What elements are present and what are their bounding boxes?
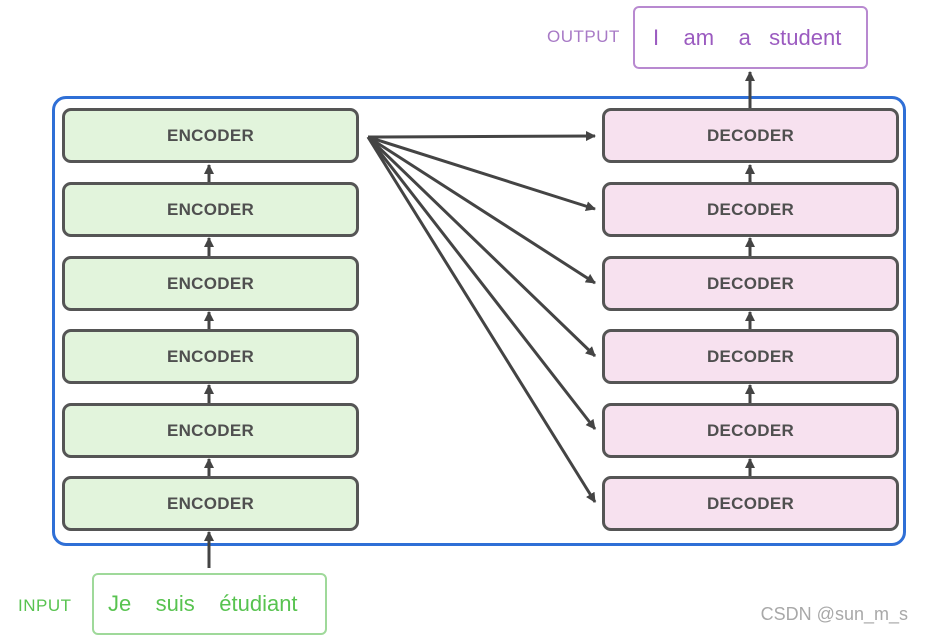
encoder-block: ENCODER bbox=[62, 329, 359, 384]
encoder-decoder-stack-container bbox=[52, 96, 906, 546]
encoder-to-decoder-arrow bbox=[366, 136, 597, 430]
encoder-to-decoder-arrow bbox=[366, 136, 597, 503]
decoder-block: DECODER bbox=[602, 108, 899, 163]
encoder-block: ENCODER bbox=[62, 256, 359, 311]
encoder-to-decoder-arrow bbox=[367, 131, 596, 142]
encoder-block: ENCODER bbox=[62, 182, 359, 237]
decoder-block: DECODER bbox=[602, 403, 899, 458]
watermark: CSDN @sun_m_s bbox=[760, 604, 908, 624]
encoder-block: ENCODER bbox=[62, 108, 359, 163]
decoder-block: DECODER bbox=[602, 256, 899, 311]
output-label: OUTPUT bbox=[547, 27, 620, 46]
encoder-to-decoder-arrow bbox=[366, 135, 597, 358]
encoder-to-decoder-arrow bbox=[367, 135, 596, 212]
encoder-block: ENCODER bbox=[62, 403, 359, 458]
output-sentence-box: I am a student bbox=[633, 6, 868, 69]
encoder-to-decoder-arrow bbox=[367, 135, 596, 285]
input-sentence-box: Je suis étudiant bbox=[92, 573, 327, 635]
input-label: INPUT bbox=[18, 596, 72, 615]
decoder-block: DECODER bbox=[602, 182, 899, 237]
decoder-block: DECODER bbox=[602, 476, 899, 531]
encoder-block: ENCODER bbox=[62, 476, 359, 531]
decoder-block: DECODER bbox=[602, 329, 899, 384]
